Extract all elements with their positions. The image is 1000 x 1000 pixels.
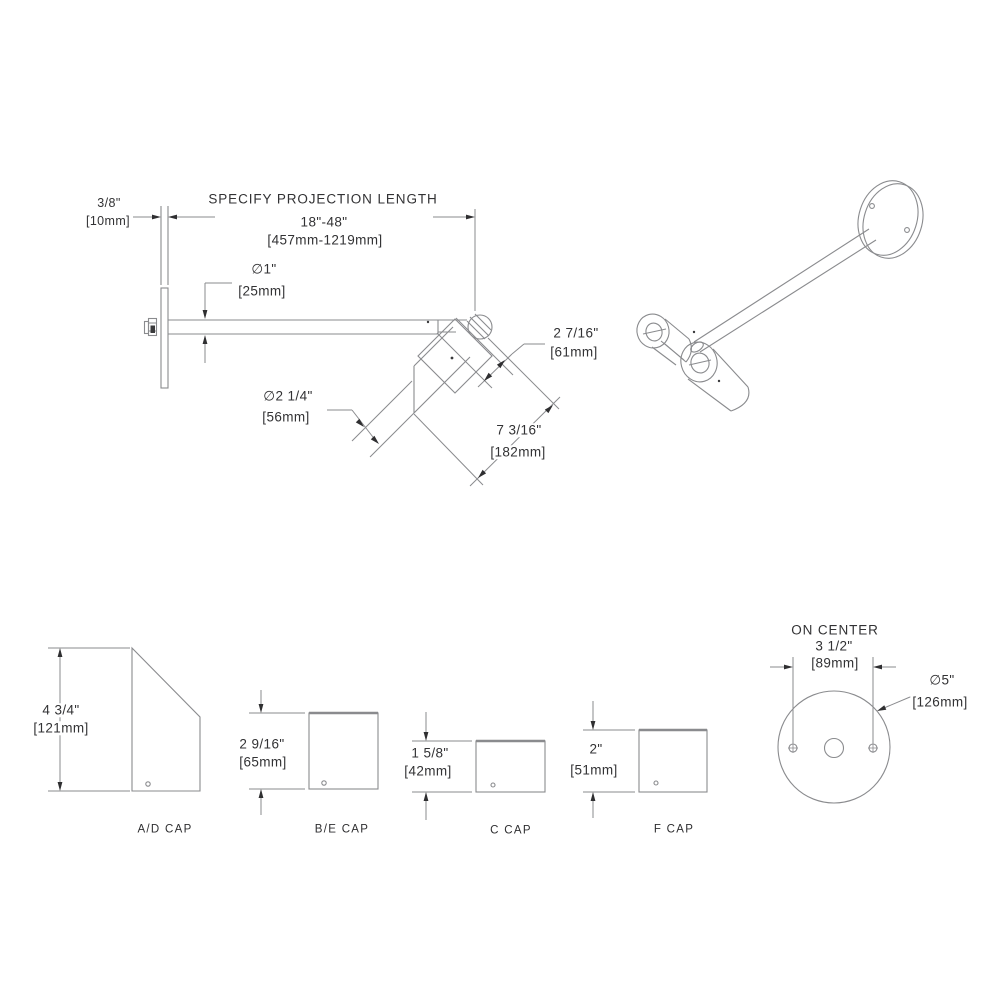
c-cap-shape <box>475 739 546 793</box>
side-view-arrowheads <box>152 214 553 478</box>
canopy-diameter-inches: ∅5" <box>927 672 957 688</box>
shade-length-inches: 7 3/16" <box>494 422 544 438</box>
mounting-screw-detail <box>143 317 158 337</box>
iso-wall-plate <box>857 180 924 259</box>
arm-diameter-inches: ∅1" <box>249 261 279 277</box>
canopy-arrowheads <box>784 664 887 711</box>
shade-outline <box>413 326 471 414</box>
ad-cap-label: A/D CAP <box>135 823 195 836</box>
on-center-label: ON CENTER <box>789 622 881 638</box>
be-cap-height-inches: 2 9/16" <box>237 736 287 752</box>
be-cap-height-mm: [65mm] <box>237 754 289 770</box>
canopy-center-hole <box>823 737 845 759</box>
f-cap-label: F CAP <box>651 823 697 836</box>
cap-back-square <box>417 318 493 394</box>
plate-thickness-inches: 3/8" <box>95 195 123 210</box>
cap-dimension-lines <box>48 647 635 820</box>
canopy-top-view <box>770 657 927 804</box>
projection-length-inches: 18"-48" <box>298 214 350 230</box>
ad-cap-height-mm: [121mm] <box>31 720 91 736</box>
projection-length-mm: [457mm-1219mm] <box>265 232 385 248</box>
wall-plate-side <box>160 287 169 389</box>
c-cap-height-mm: [42mm] <box>402 763 454 779</box>
isometric-view <box>636 180 924 412</box>
ad-cap-shape <box>131 646 201 792</box>
projection-length-label: SPECIFY PROJECTION LENGTH <box>206 191 440 207</box>
canopy-screw-hole-right <box>868 743 878 753</box>
side-view-drawing <box>143 206 493 414</box>
c-cap-height-inches: 1 5/8" <box>409 745 451 761</box>
f-cap-height-mm: [51mm] <box>568 762 620 778</box>
c-cap-label: C CAP <box>488 824 534 837</box>
canopy-screw-hole-left <box>788 743 798 753</box>
plate-thickness-mm: [10mm] <box>83 213 133 228</box>
arm-tube <box>168 319 467 335</box>
on-center-inches: 3 1/2" <box>813 638 855 654</box>
iso-head-cylinders <box>636 313 750 412</box>
tube-end-dot <box>426 320 430 324</box>
cap-face-dot <box>450 356 454 360</box>
cap-profiles <box>131 646 708 793</box>
side-view-dimensions <box>133 209 561 487</box>
cap-depth-inches: 2 7/16" <box>551 325 601 341</box>
cap-depth-mm: [61mm] <box>548 344 600 360</box>
canopy-circle <box>777 690 891 804</box>
iso-arm-tube <box>690 228 877 353</box>
pivot-knuckle <box>466 313 493 340</box>
on-center-mm: [89mm] <box>809 655 861 671</box>
canopy-diameter-mm: [126mm] <box>910 694 970 710</box>
cap-arrowheads <box>57 648 596 801</box>
f-cap-shape <box>638 728 708 793</box>
shade-diameter-inches: ∅2 1/4" <box>261 388 315 404</box>
shade-diameter-mm: [56mm] <box>260 409 312 425</box>
f-cap-height-inches: 2" <box>587 741 605 757</box>
be-cap-shape <box>308 711 379 790</box>
shade-length-mm: [182mm] <box>488 444 548 460</box>
ad-cap-height-inches: 4 3/4" <box>40 702 82 718</box>
be-cap-label: B/E CAP <box>312 823 372 836</box>
arm-diameter-mm: [25mm] <box>236 283 288 299</box>
